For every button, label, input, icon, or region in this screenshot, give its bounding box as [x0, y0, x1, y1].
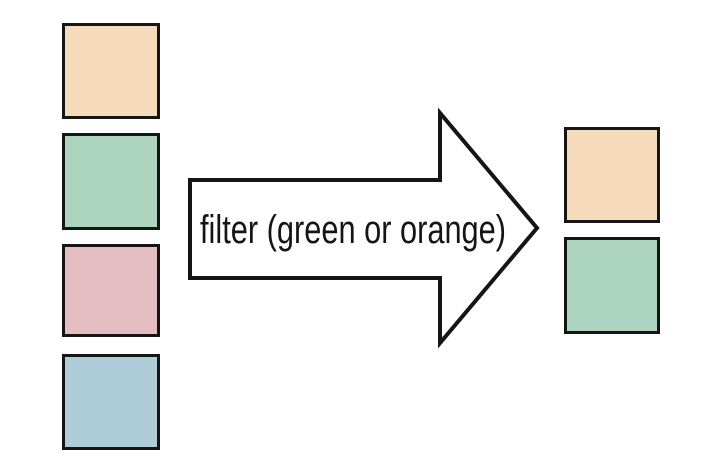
input-square-blue — [62, 354, 160, 450]
input-square-pink — [62, 244, 160, 337]
input-column — [62, 23, 160, 450]
input-square-orange — [62, 23, 160, 119]
output-square-green — [564, 237, 660, 334]
output-column — [564, 127, 660, 334]
input-square-green — [62, 133, 160, 230]
filter-arrow-label: filter (green or orange) — [200, 208, 506, 252]
filter-arrow-icon — [188, 107, 540, 349]
output-square-orange — [564, 127, 660, 223]
